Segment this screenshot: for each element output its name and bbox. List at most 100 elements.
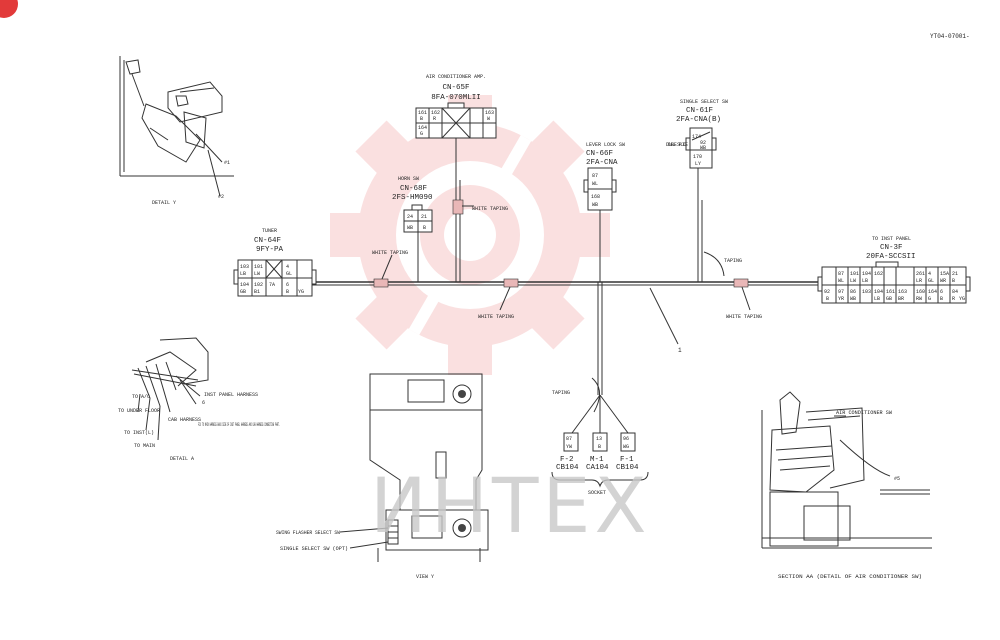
inst-panel-harness-label: INST PANEL HARNESS — [204, 392, 258, 398]
inst-pin-23: WR — [940, 278, 946, 284]
white-taping-label-right: WHITE TAPING — [726, 314, 762, 320]
watermark-text: ИНТЕХ — [370, 461, 651, 550]
tuner-pin-1: 103 — [240, 264, 249, 270]
tuner-pin-12: 6 — [286, 282, 289, 288]
tuner-pin-6: LW — [254, 271, 260, 277]
ac-pin-4: B — [420, 116, 423, 122]
inst-pin-15: LW — [850, 278, 856, 284]
inst-pin-31: 161 — [886, 289, 895, 295]
socket-label: SOCKET — [588, 490, 606, 496]
fix-note-label: FIX TO MAIN HARNESS BACK SIDE OF INST PA… — [198, 422, 280, 428]
inst-pin-4: 104 — [862, 271, 871, 277]
single-select-pin-5: LY — [695, 161, 701, 167]
tuner-pin-5: LB — [240, 271, 246, 277]
tuner-pin-9: 104 — [240, 282, 249, 288]
inst-pin-12: 21 — [952, 271, 958, 277]
ac-title: AIR CONDITIONER AMP. — [426, 74, 486, 80]
mark-2-label: #2 — [218, 194, 224, 200]
inst-pin-47: RW — [916, 296, 922, 302]
ac-pin-6: W — [487, 116, 490, 122]
inst-pin-45: GB — [886, 296, 892, 302]
single-select-title: SINGLE SELECT SW — [680, 99, 728, 105]
socket-f1-code: F-1 — [620, 456, 634, 464]
ac-code: CN-65F — [442, 84, 469, 92]
connector-single-select: SINGLE SELECT SW CN-61F 2FA-CNA(B) 174 9… — [666, 99, 728, 169]
socket-f1-part: CB104 — [616, 464, 639, 472]
socket-f2-color: YW — [566, 444, 572, 450]
inst-pin-52: YG — [959, 296, 965, 302]
num-6-label: 6 — [202, 400, 205, 406]
view-y-drawing — [339, 373, 489, 562]
single-select-pin-2: 92 — [700, 140, 706, 146]
tuner-pin-14: B1 — [254, 289, 260, 295]
inst-pin-2: 87 — [838, 271, 844, 277]
view-y-label: VIEW Y — [416, 574, 434, 580]
connector-lever-lock: LEVER LOCK SW CN-66F 2FA-CNA 87 WL 168 W… — [583, 142, 625, 211]
inst-pin-29: 103 — [862, 289, 871, 295]
inst-pin-50: B — [940, 296, 943, 302]
lever-lock-pin-2: WL — [592, 181, 598, 187]
to-under-floor-label: TO UNDER FLOOR — [118, 408, 160, 414]
tuner-pin-11: 7A — [269, 282, 275, 288]
inst-pin-33: 160 — [916, 289, 925, 295]
horn-code: CN-68F — [400, 185, 427, 193]
lever-lock-code: CN-66F — [586, 150, 613, 158]
tuner-pin-4: 4 — [286, 264, 289, 270]
horn-part: 2FS-HM090 — [392, 194, 433, 202]
single-select-code: CN-61F — [686, 107, 713, 115]
lever-lock-pin-4: WB — [592, 202, 598, 208]
sockets: 87 YW 13 B 96 WG F-2 CB104 M-1 CA104 F-1… — [551, 432, 649, 496]
tuner-pin-2: 101 — [254, 264, 263, 270]
inst-pin-41: YR — [838, 296, 844, 302]
lever-lock-part: 2FA-CNA — [586, 159, 618, 167]
detail-a-label: DETAIL A — [170, 456, 194, 462]
section-aa-label: SECTION AA (DETAIL OF AIR CONDITIONER SW… — [778, 574, 922, 580]
lever-lock-pin-1: 87 — [592, 173, 598, 179]
inst-panel-title: TO INST PANEL — [872, 236, 911, 242]
single-select-part: 2FA-CNA(B) — [676, 116, 721, 124]
ac-pin-5: R — [433, 116, 436, 122]
inst-pin-16: LB — [862, 278, 868, 284]
ac-pin-8: G — [420, 131, 423, 137]
socket-f2-code: F-2 — [560, 456, 574, 464]
inst-pin-5: 162 — [874, 271, 883, 277]
double-splice-label: DOUBLE SPLICE — [666, 142, 688, 148]
socket-f2-part: CB104 — [556, 464, 579, 472]
inst-pin-3: 101 — [850, 271, 859, 277]
socket-f1-pin: 96 — [623, 436, 629, 442]
inst-pin-32: 163 — [898, 289, 907, 295]
inst-pin-46: BR — [898, 296, 904, 302]
inst-pin-40: B — [826, 296, 829, 302]
inst-pin-27: 86 — [850, 289, 856, 295]
mark-1-label: #1 — [224, 160, 230, 166]
single-select-pin-3: WB — [700, 145, 706, 151]
socket-m1-code: M-1 — [590, 456, 604, 464]
ac-pin-7: 164 — [418, 125, 427, 131]
white-taping-label-ac: WHITE TAPING — [472, 206, 508, 212]
inst-pin-30: 104 — [874, 289, 883, 295]
lever-lock-title: LEVER LOCK SW — [586, 142, 625, 148]
tuner-part: 9FY-PA — [256, 246, 284, 254]
air-conditioner-sw-label: AIR CONDITIONER SW — [836, 410, 892, 416]
ac-pin-1: 161 — [418, 110, 427, 116]
tuner-pin-10: 102 — [254, 282, 263, 288]
horn-pin-3: WB — [407, 225, 413, 231]
item-number-1: 1 — [678, 347, 682, 354]
detail-y-drawing — [119, 56, 234, 197]
connector-inst-panel: TO INST PANEL CN-3F 20FA-SCCSII 87 101 1… — [817, 236, 971, 304]
ac-pin-2: 162 — [431, 110, 440, 116]
inst-pin-25: 92 — [824, 289, 830, 295]
horn-pin-2: 21 — [421, 214, 427, 220]
inst-pin-10: 4 — [928, 271, 931, 277]
socket-m1-part: CA104 — [586, 464, 609, 472]
connector-air-conditioner: AIR CONDITIONER AMP. CN-65F 8FA-070MLII … — [415, 74, 497, 139]
socket-m1-pin: 13 — [596, 436, 602, 442]
swing-flasher-label: SWING FLASHER SELECT SW — [276, 530, 340, 536]
tuner-code: CN-64F — [254, 237, 281, 245]
inst-pin-48: G — [928, 296, 931, 302]
socket-f1-color: WG — [623, 444, 629, 450]
inst-pin-51: R — [952, 296, 955, 302]
drawing-number: YT04-07001- — [930, 33, 970, 40]
inst-panel-code: CN-3F — [880, 244, 903, 252]
inst-pin-42: WB — [850, 296, 856, 302]
